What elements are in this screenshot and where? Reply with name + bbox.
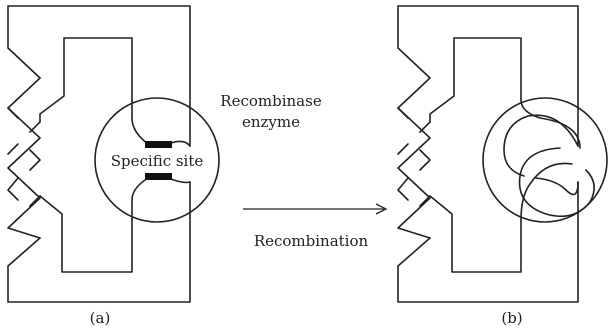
- panel-a-caption: (a): [90, 309, 111, 327]
- panel-a: Specific site Recombinase enzyme (a): [7, 5, 322, 327]
- panel-a-site-bottom-strands: [131, 177, 191, 201]
- specific-site-bottom-marker: [145, 173, 172, 180]
- specific-site-label: Specific site: [111, 152, 204, 170]
- panel-a-supercoil-twists: [7, 77, 41, 239]
- recombination-label: Recombination: [254, 232, 369, 250]
- specific-site-top-marker: [145, 141, 172, 148]
- panel-b-supercoil-twists: [397, 77, 431, 239]
- panel-b: (b): [397, 5, 608, 327]
- panel-a-outer-strand: [7, 5, 191, 147]
- panel-a-lower-outer-strand: [7, 181, 191, 303]
- panel-b-inner-upper-strand: [429, 37, 522, 123]
- panel-b-caption: (b): [501, 309, 522, 327]
- knotted-product: [503, 99, 595, 221]
- panel-b-outer-strand: [397, 5, 579, 147]
- panel-a-inner-upper-strand: [39, 37, 133, 123]
- panel-a-inner-lower-strand: [39, 195, 133, 273]
- panel-b-enzyme-circle: [482, 97, 608, 223]
- recombination-arrow: [243, 203, 388, 215]
- recombinase-label-line2: enzyme: [242, 113, 300, 131]
- panel-b-inner-lower-strand: [429, 195, 522, 273]
- recombinase-label-line1: Recombinase: [220, 92, 322, 110]
- panel-b-lower-outer-strand: [397, 181, 579, 303]
- recombinase-enzyme-circle: [94, 97, 220, 223]
